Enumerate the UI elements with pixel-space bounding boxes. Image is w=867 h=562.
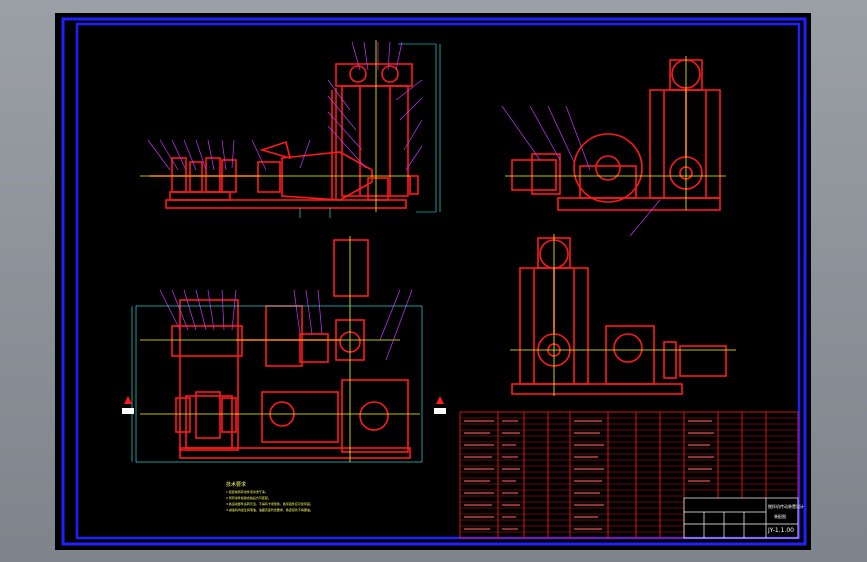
outer-frame [61, 17, 807, 546]
technical-notes-title: 技术要求 [226, 482, 247, 488]
top-view-dimensions [131, 305, 423, 463]
parts-list-rows [460, 417, 798, 533]
right-side-view-leaders [501, 105, 661, 237]
technical-note-line: 1.装配前所有零件须清洗干净。 [226, 490, 268, 494]
front-view-leaders [147, 41, 423, 171]
front-view [150, 63, 419, 209]
top-view [171, 239, 411, 459]
drawing-number: JY-1.1.00 [768, 527, 794, 534]
technical-note-line: 3.各运动部件运转灵活，不得有卡滞现象，各紧固件应可靠紧固。 [226, 502, 313, 506]
section-marker-plates [122, 408, 446, 414]
section-markers [124, 396, 444, 404]
sheet-label: 装配图 [774, 514, 786, 519]
technical-note-line: 2.所有零件检验合格后方可装配。 [226, 496, 271, 500]
right-side-view [511, 59, 721, 211]
drawing-title: 搅拌机传动装置设计 [768, 504, 804, 509]
front-view-dimensions [299, 43, 441, 218]
technical-note-line: 4.减速机内加注润滑油，油面高度符合要求，各连接处不得漏油。 [226, 508, 313, 512]
parts-list-cell-text [464, 420, 714, 530]
inner-frame [75, 22, 801, 540]
top-view-leaders [159, 289, 413, 361]
title-block [683, 497, 799, 539]
left-side-view [511, 237, 727, 395]
parts-list-table [459, 411, 799, 539]
drawing-sheet [55, 13, 811, 550]
